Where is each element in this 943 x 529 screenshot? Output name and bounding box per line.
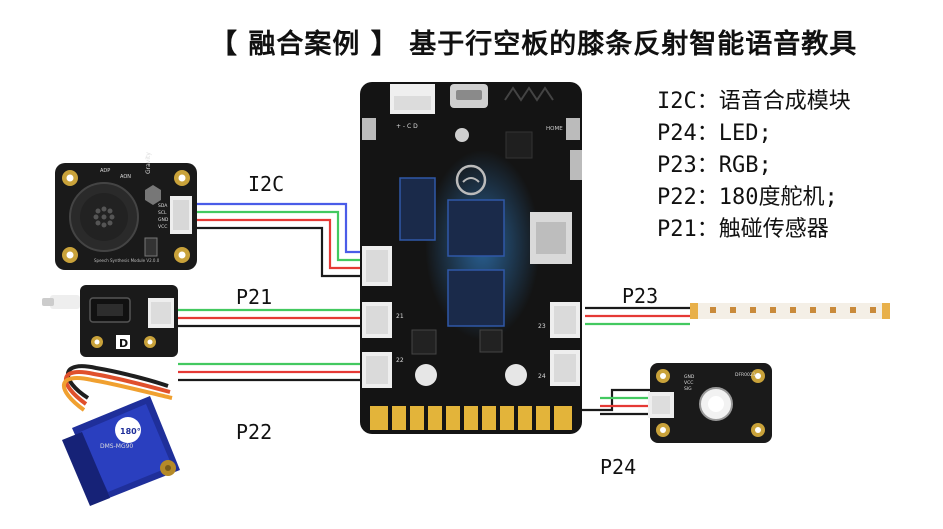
unihiker-logo-icon: [455, 164, 487, 196]
speaker-pin-gnd: GND: [158, 217, 169, 223]
servo-angle-text: 180°: [120, 427, 141, 436]
servo-model-text: DMS-MG90: [100, 443, 133, 450]
touch-sensor-module: D: [42, 285, 178, 357]
speaker-pin-sda: SDA: [158, 203, 168, 209]
led-pin-gnd: GND: [684, 374, 695, 380]
led-module: GND VCC SIG DFR0021: [648, 363, 772, 443]
unihiker-board: + - C D HOME: [360, 82, 582, 434]
pin-map-list: I2C：语音合成模块 P24：LED; P23：RGB; P22：180度舵机;…: [657, 86, 851, 246]
speech-synthesis-module: Gravity AON ADP SDA SCL GND VCC Speech S…: [55, 152, 197, 270]
wires-p21: [176, 308, 360, 328]
servo-module: 180° DMS-MG90: [62, 364, 180, 506]
diagram-title: 【 融合案例 】 基于行空板的膝条反射智能语音教具: [210, 29, 858, 60]
pin-map-i2c: I2C：语音合成模块: [657, 89, 851, 114]
i2c-header-text: + - C D: [396, 123, 418, 130]
port-label-23: 23: [538, 323, 546, 330]
touch-sensor-label: D: [119, 337, 128, 350]
speaker-brand-text: Gravity: [145, 152, 152, 174]
wire-p24-black: [582, 388, 650, 412]
home-label: HOME: [546, 126, 563, 132]
label-p24: P24: [600, 455, 637, 479]
edge-connector-gold: [370, 406, 572, 430]
wires-p22: [178, 362, 360, 382]
led-pin-vcc: VCC: [684, 380, 693, 386]
label-p22: P22: [236, 420, 273, 444]
wires-p24: [582, 388, 650, 416]
pin-map-p23: P23：RGB;: [657, 153, 772, 178]
port-label-21: 21: [396, 313, 404, 320]
port-label-24: 24: [538, 373, 546, 380]
led-code-text: DFR0021: [735, 372, 756, 378]
speaker-pin-scl: SCL: [158, 210, 167, 216]
speaker-aon-text: AON: [120, 174, 131, 180]
wire-i2c-black: [192, 226, 392, 278]
label-p21: P21: [236, 285, 273, 309]
led-pin-sig: SIG: [684, 386, 692, 392]
rgb-led-strip: [690, 303, 890, 319]
pin-map-p22: P22：180度舵机;: [657, 185, 838, 210]
wires-p23: [585, 306, 690, 326]
speaker-module-name: Speech Synthesis Module V2.0.0: [94, 258, 160, 263]
speaker-adp-text: ADP: [100, 168, 110, 174]
pin-map-p24: P24：LED;: [657, 121, 772, 146]
label-p23: P23: [622, 284, 659, 308]
pin-map-p21: P21：触碰传感器: [657, 217, 829, 242]
label-i2c: I2C: [248, 172, 285, 196]
port-label-22: 22: [396, 357, 404, 364]
speaker-pin-vcc: VCC: [158, 224, 167, 230]
gravity-logo-icon: [145, 185, 161, 205]
